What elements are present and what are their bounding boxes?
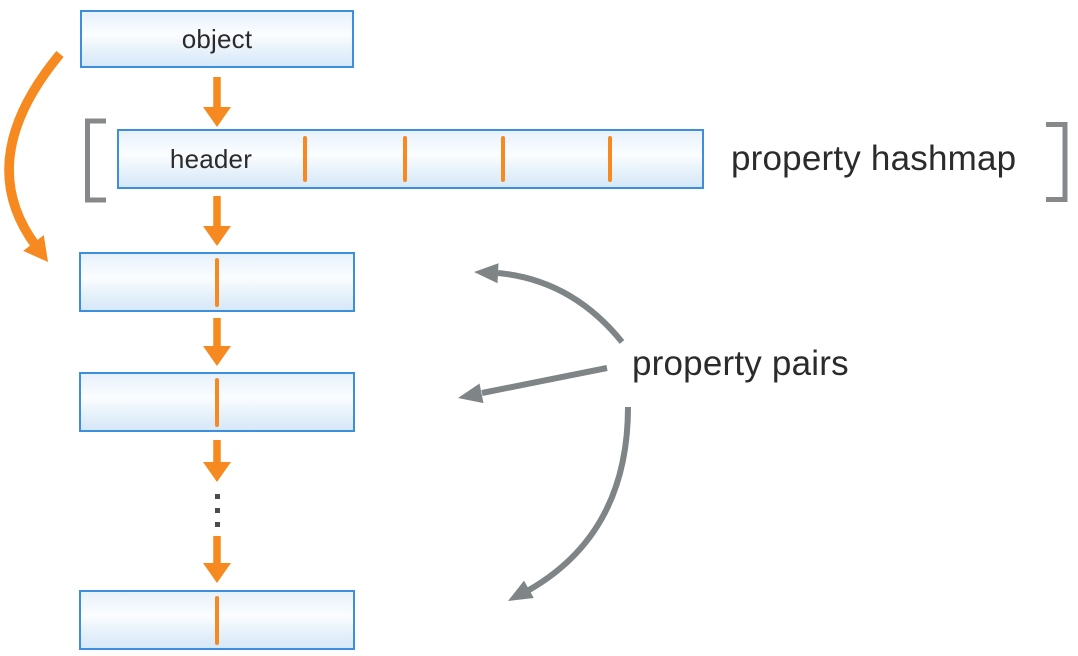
- ellipsis-dots: [215, 494, 220, 527]
- pair-divider: [215, 378, 219, 427]
- left-bracket: [85, 118, 106, 203]
- pairs-pointer-arrow-top: [474, 263, 625, 344]
- right-bracket: [1046, 122, 1068, 202]
- cell-divider: [501, 136, 505, 182]
- object-to-pair-curved-arrow: [4, 50, 64, 262]
- property-pair-node-3: [79, 590, 355, 650]
- pairs-annotation-label: property pairs: [632, 344, 849, 383]
- property-pair-node-1: [79, 252, 355, 312]
- pair1-to-pair2-arrow: [203, 318, 231, 366]
- pairs-pointer-arrow-bottom: [508, 406, 631, 601]
- pair-divider: [215, 596, 219, 645]
- pair-divider: [215, 258, 219, 307]
- object-to-hashmap-arrow: [203, 77, 231, 127]
- pairs-pointer-arrow-middle: [458, 365, 608, 404]
- object-node-label: object: [181, 23, 253, 54]
- header-cell: header: [119, 131, 303, 187]
- header-cell-label: header: [169, 143, 253, 174]
- pair2-to-ellipsis-arrow: [203, 440, 231, 482]
- property-pair-node-2: [79, 372, 355, 432]
- cell-divider: [403, 136, 407, 182]
- object-node: object: [80, 10, 354, 68]
- hashmap-to-pair1-arrow: [203, 196, 231, 246]
- ellipsis-dot: [215, 522, 220, 527]
- ellipsis-to-pair3-arrow: [203, 536, 231, 583]
- ellipsis-dot: [215, 508, 220, 513]
- cell-divider: [608, 136, 612, 182]
- hashmap-annotation-label: property hashmap: [731, 139, 1017, 178]
- cell-divider: [303, 136, 307, 182]
- hashmap-node: header: [117, 129, 704, 189]
- ellipsis-dot: [215, 494, 220, 499]
